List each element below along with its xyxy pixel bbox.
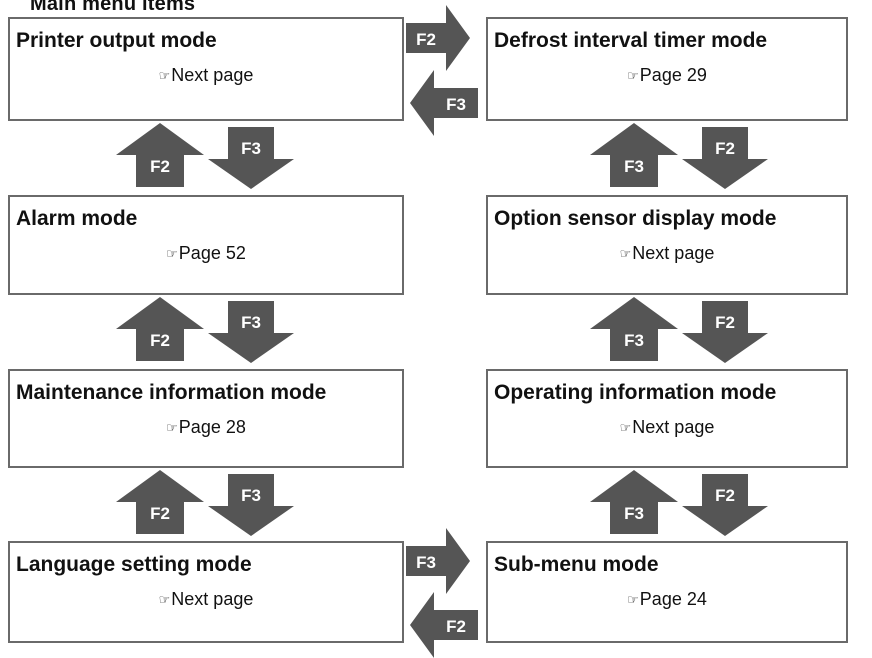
mode-name: Defrost interval timer mode	[494, 29, 768, 52]
key-label: F3	[624, 504, 644, 523]
menu-box-maintenance-information[interactable]: Maintenance information mode ☞Page 28	[8, 369, 404, 468]
page-reference-text: Next page	[632, 243, 715, 263]
mode-name: Sub-menu mode	[494, 553, 659, 576]
arrow-down-icon: F3	[208, 474, 294, 536]
arrow-right-icon: F2	[406, 5, 470, 71]
arrow-up-icon: F2	[116, 297, 204, 361]
page-reference-text: Page 52	[178, 243, 246, 263]
key-label: F3	[241, 486, 261, 505]
page-reference-text: Next page	[171, 589, 254, 609]
pointing-hand-icon: ☞	[158, 69, 171, 84]
arrow-down-icon: F3	[208, 127, 294, 189]
page-reference-text: Next page	[632, 417, 715, 437]
arrow-left-icon: F3	[410, 70, 478, 136]
page-reference-text: Next page	[171, 65, 254, 85]
key-label: F3	[446, 95, 466, 114]
page-reference: ☞Next page	[10, 589, 402, 610]
pointing-hand-icon: ☞	[158, 593, 171, 608]
pointing-hand-icon: ☞	[619, 247, 632, 262]
key-label: F2	[150, 157, 170, 176]
key-label: F2	[715, 313, 735, 332]
pointing-hand-icon: ☞	[166, 421, 178, 436]
arrow-up-icon: F3	[590, 470, 678, 534]
page-reference: ☞Next page	[488, 417, 846, 438]
arrow-up-icon: F3	[590, 297, 678, 361]
arrow-down-icon: F2	[682, 474, 768, 536]
key-label: F3	[624, 331, 644, 350]
page-reference: ☞Page 52	[10, 243, 402, 264]
page-reference-text: Page 28	[178, 417, 246, 437]
pointing-hand-icon: ☞	[166, 247, 178, 262]
key-label: F2	[715, 486, 735, 505]
page-reference: ☞Page 28	[10, 417, 402, 438]
mode-name: Option sensor display mode	[494, 207, 777, 230]
page-reference: ☞Page 29	[488, 65, 846, 86]
key-label: F3	[241, 139, 261, 158]
arrow-down-icon: F3	[208, 301, 294, 363]
menu-box-sub-menu[interactable]: Sub-menu mode ☞Page 24	[486, 541, 848, 643]
arrow-up-icon: F3	[590, 123, 678, 187]
menu-box-operating-information[interactable]: Operating information mode ☞Next page	[486, 369, 848, 468]
mode-name: Operating information mode	[494, 381, 777, 404]
pointing-hand-icon: ☞	[627, 69, 639, 84]
pointing-hand-icon: ☞	[627, 593, 639, 608]
arrow-right-icon: F3	[406, 528, 470, 594]
menu-title: Main menu items	[30, 0, 196, 15]
menu-box-language-setting[interactable]: Language setting mode ☞Next page	[8, 541, 404, 643]
menu-box-option-sensor-display[interactable]: Option sensor display mode ☞Next page	[486, 195, 848, 295]
arrow-left-icon: F2	[410, 592, 478, 658]
key-label: F2	[446, 617, 466, 636]
page-reference-text: Page 29	[639, 65, 707, 85]
key-label: F2	[150, 504, 170, 523]
arrow-down-icon: F2	[682, 301, 768, 363]
mode-name: Printer output mode	[16, 29, 217, 52]
key-label: F2	[150, 331, 170, 350]
mode-name: Maintenance information mode	[16, 381, 327, 404]
mode-name: Alarm mode	[16, 207, 138, 230]
key-label: F2	[416, 30, 436, 49]
page-reference: ☞Next page	[488, 243, 846, 264]
page-reference: ☞Next page	[10, 65, 402, 86]
key-label: F3	[241, 313, 261, 332]
mode-name: Language setting mode	[16, 553, 252, 576]
page-reference: ☞Page 24	[488, 589, 846, 610]
arrow-down-icon: F2	[682, 127, 768, 189]
arrow-up-icon: F2	[116, 470, 204, 534]
key-label: F3	[416, 553, 436, 572]
menu-box-printer-output[interactable]: Printer output mode ☞Next page	[8, 17, 404, 121]
page-reference-text: Page 24	[639, 589, 707, 609]
key-label: F2	[715, 139, 735, 158]
menu-box-defrost-interval-timer[interactable]: Defrost interval timer mode ☞Page 29	[486, 17, 848, 121]
pointing-hand-icon: ☞	[619, 421, 632, 436]
menu-box-alarm[interactable]: Alarm mode ☞Page 52	[8, 195, 404, 295]
key-label: F3	[624, 157, 644, 176]
arrow-up-icon: F2	[116, 123, 204, 187]
